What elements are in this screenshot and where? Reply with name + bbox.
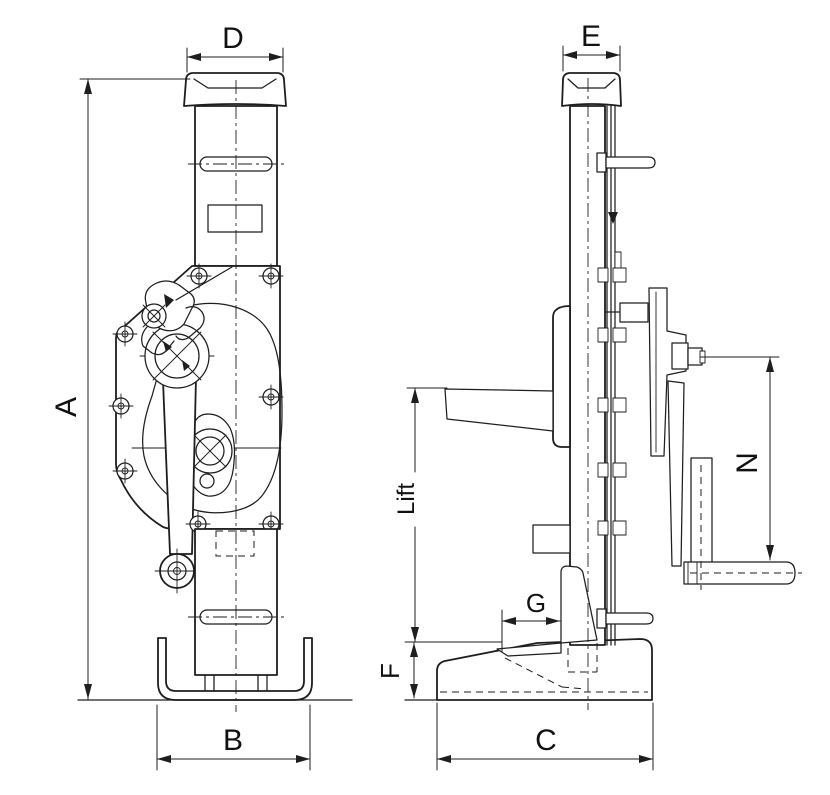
dim-label-A: A [50,397,83,417]
side-lower-pin [596,608,654,629]
arrowhead-left-icon [502,617,516,625]
side-crank-axle-bolt [671,342,706,370]
bolt-icon [258,384,284,410]
dimension-E: E [562,20,621,72]
arrowhead-up-icon [766,357,774,372]
dimension-G: G [501,588,561,652]
dim-label-C: C [535,724,557,757]
bolt-icon [112,458,138,484]
bolt-icon [186,263,212,289]
side-crank-handle [667,380,802,590]
front-saddle-groove [193,78,277,89]
nut-pair-icon [597,462,627,478]
front-housing-bolts [108,263,284,537]
dimension-lift: Lift [393,387,503,643]
arrowhead-right-icon [639,755,653,763]
arrowhead-left-icon [563,51,577,59]
dim-label-B: B [223,724,243,757]
front-head-cap [183,72,287,107]
arrowhead-right-icon [606,51,620,59]
dim-label-N: N [731,452,764,474]
dimension-B: B [156,704,311,771]
claw-toe-plate [496,642,562,657]
front-handle-lever [154,376,200,594]
nut-pair-icon [597,327,627,343]
arrowhead-right-icon [296,755,310,763]
front-view [77,72,353,712]
arrowhead-left-icon [157,755,171,763]
front-hidden-pocket [215,530,255,557]
arrowhead-down-icon [84,684,92,699]
dimension-N: N [699,356,780,561]
side-base-hidden-lines [440,643,648,693]
nut-pair-icon [597,520,627,536]
side-column [569,105,606,646]
dim-label-lift: Lift [393,483,420,515]
arrowhead-down-icon [411,627,419,642]
side-housing-block [619,302,649,323]
side-housing [552,305,571,448]
dimension-D: D [186,22,284,73]
front-gear-cover [141,302,283,514]
rack-direction-arrow [608,212,618,224]
side-rack-nuts [597,267,627,536]
nut-pair-icon [597,397,627,413]
side-head-cap [561,72,622,107]
front-foot [157,637,313,701]
arrowhead-down-icon [766,545,774,560]
dim-label-D: D [222,22,244,55]
dim-label-F: F [375,663,405,679]
arrowhead-left-icon [437,755,451,763]
bolt-icon [258,511,284,537]
claw-guide-block [532,524,571,554]
arrowhead-up-icon [411,388,419,403]
front-idler-gear [183,413,236,497]
front-nameplate [207,204,263,233]
bolt-icon [112,321,138,347]
arrowhead-right-icon [546,617,560,625]
bolt-icon [108,393,134,419]
nut-pair-icon [597,267,627,283]
arrowhead-left-icon [187,53,201,61]
side-view [404,72,802,710]
arrowhead-up-icon [410,643,418,657]
side-upper-pin [596,152,656,173]
arrowhead-right-icon [269,53,283,61]
dimension-C: C [436,702,654,771]
dimension-A: A [50,78,191,700]
dimension-F: F [375,642,418,699]
arrowhead-up-icon [84,79,92,94]
arrowhead-down-icon [410,684,418,698]
claw-raised-position [444,388,554,432]
side-crank-bracket [648,287,687,457]
dim-label-E: E [581,20,601,53]
dim-label-G: G [526,588,546,618]
bolt-icon [258,263,284,289]
front-pawl-mechanism [141,266,233,356]
rack-step [614,251,622,271]
side-saddle-groove [567,78,616,89]
front-ratchet-drum [144,323,210,389]
